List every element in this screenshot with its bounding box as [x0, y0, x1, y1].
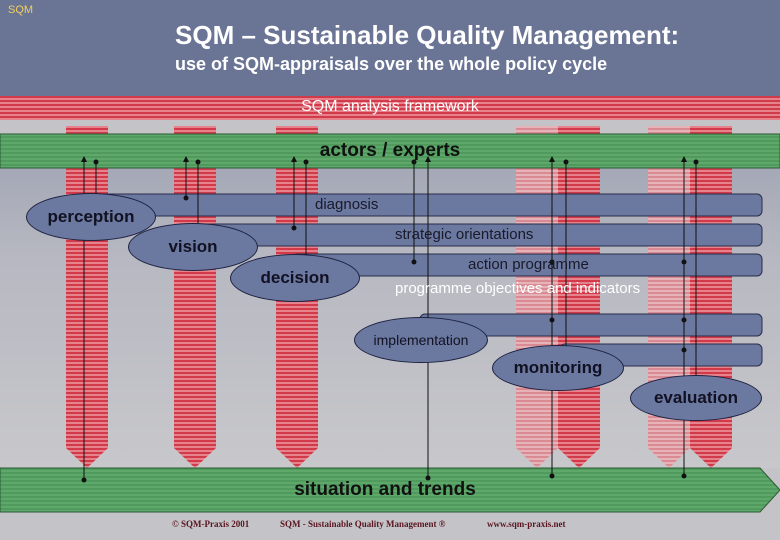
- framework-band: [0, 96, 780, 120]
- phase-label: vision: [168, 237, 218, 256]
- phase-evaluation: evaluation: [630, 375, 762, 421]
- phase-arrow-perception: [66, 126, 108, 468]
- phase-vision: vision: [128, 223, 258, 271]
- page-subtitle: use of SQM-appraisals over the whole pol…: [175, 54, 608, 74]
- logo: SQM: [8, 4, 34, 16]
- phase-label: decision: [260, 268, 330, 287]
- phase-arrow-vision: [174, 126, 216, 468]
- phase-arrow-monitoring: [558, 126, 600, 468]
- bar-label-diagnosis: diagnosis: [315, 196, 379, 213]
- situation-label: situation and trends: [294, 479, 476, 500]
- situation-arrow: [0, 467, 780, 513]
- bar-label-action: action programme: [468, 256, 589, 273]
- bar-diagnosis: [87, 193, 763, 217]
- phase-label: monitoring: [513, 358, 603, 377]
- framework-label: SQM analysis framework: [301, 98, 479, 115]
- footer-copyright: © SQM-Praxis 2001: [172, 519, 250, 529]
- footer-url[interactable]: www.sqm-praxis.net: [487, 519, 566, 529]
- actors-band: [0, 133, 780, 169]
- phase-label: implementation: [373, 332, 469, 348]
- phase-decision: decision: [230, 254, 360, 302]
- phase-monitoring: monitoring: [492, 345, 624, 391]
- phase-label: perception: [47, 207, 135, 226]
- page-title: SQM – Sustainable Quality Management:: [175, 20, 680, 50]
- phase-label: evaluation: [653, 388, 739, 407]
- footer-name: SQM - Sustainable Quality Management ®: [280, 519, 446, 529]
- phase-perception: perception: [26, 193, 156, 241]
- bar-label-strategic: strategic orientations: [395, 226, 534, 243]
- bar-label-objectives: programme objectives and indicators: [395, 280, 641, 297]
- phase-implementation: implementation: [354, 317, 488, 363]
- actors-label: actors / experts: [319, 140, 461, 161]
- header-background: [0, 0, 780, 96]
- process-bars: [87, 193, 763, 367]
